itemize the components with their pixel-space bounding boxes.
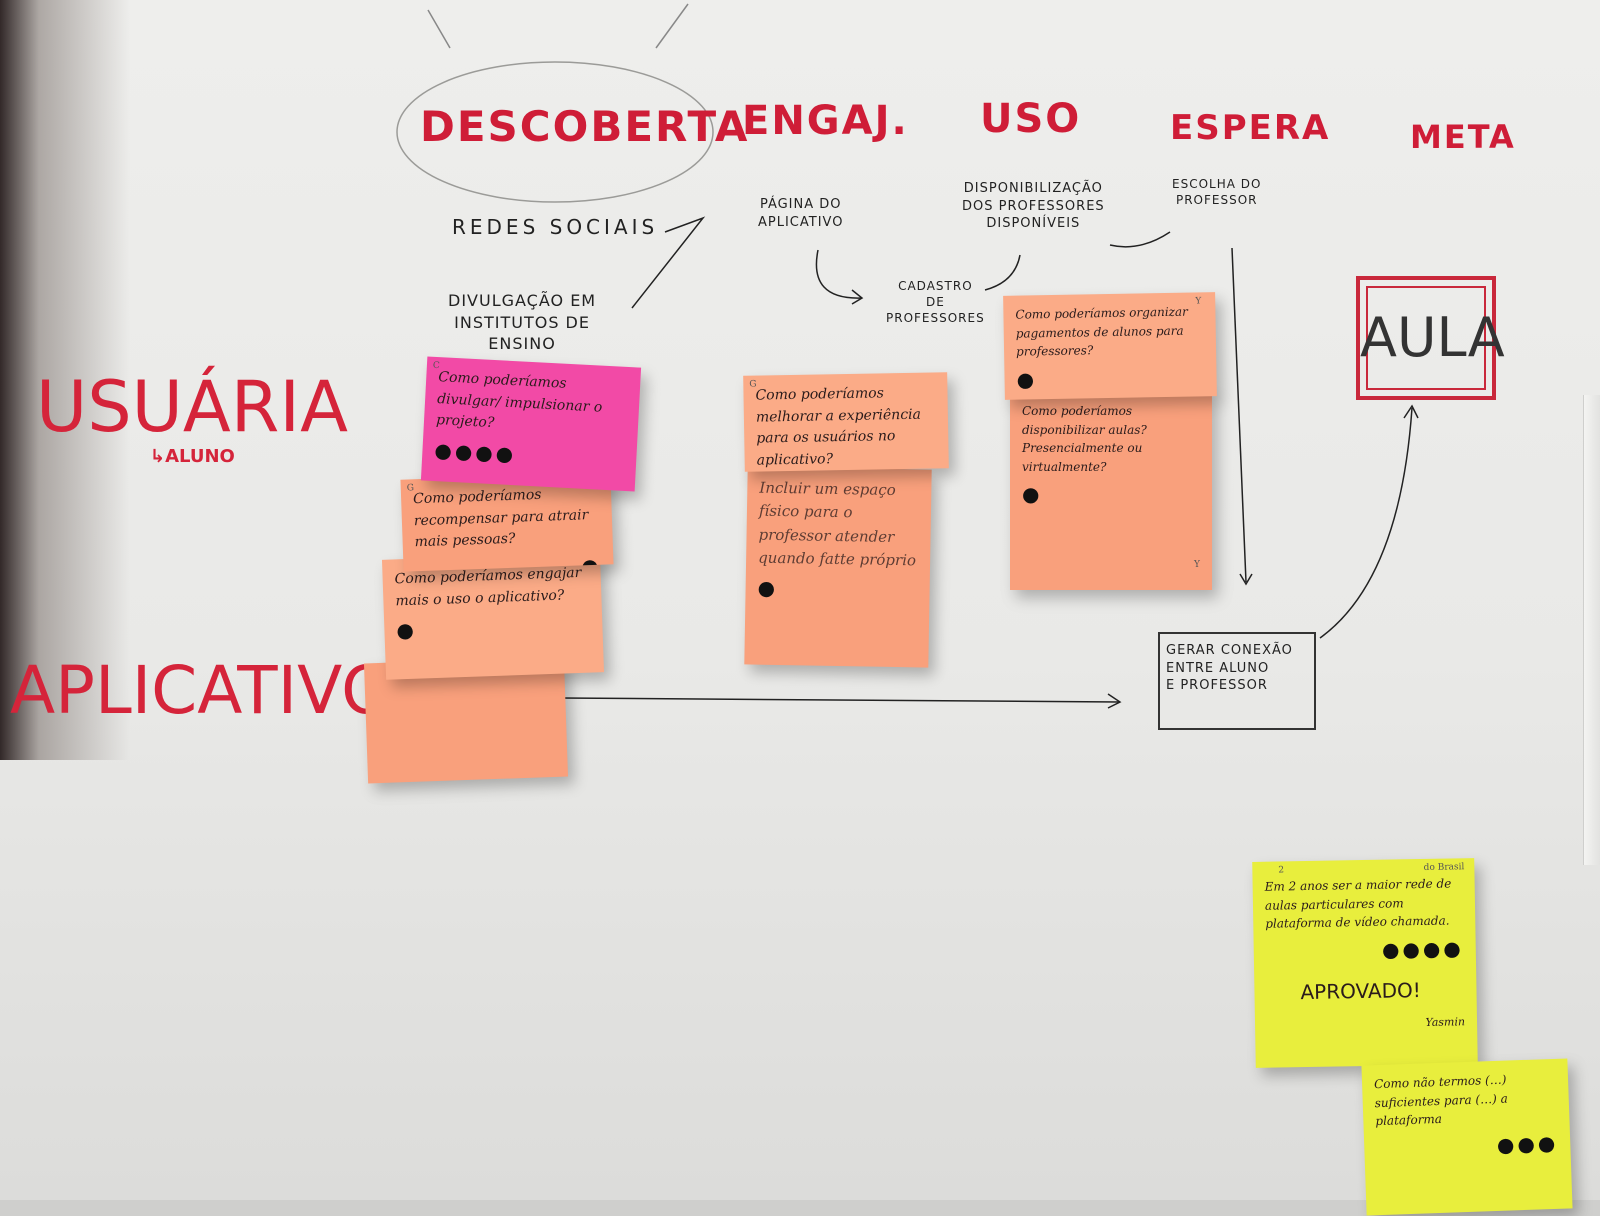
note-text: Como poderíamos disponibilizar aulas? Pr…	[1022, 404, 1147, 474]
note-corner-label: G	[406, 483, 415, 494]
disponib-to-escolha-arrow	[1109, 231, 1171, 248]
sticky-note-col2-a: G Como poderíamos melhorar a experiência…	[743, 372, 949, 472]
sticky-note-col3-a: Y Como poderíamos organizar pagamentos d…	[1003, 292, 1217, 400]
aula-arrowhead	[1403, 404, 1419, 419]
note-text: Como poderíamos recompensar para atrair …	[412, 486, 589, 551]
note-text: Como não termos (…) suficientes para (…)…	[1373, 1072, 1508, 1129]
pagina-arrowhead	[851, 289, 864, 305]
vote-dots: ●	[1022, 482, 1043, 507]
note-corner-label: G	[749, 379, 757, 390]
sticky-note-yellow-goal: 2 do Brasil Em 2 anos ser a maior rede d…	[1252, 858, 1478, 1068]
top-arrow-right	[655, 3, 689, 49]
pagina-to-cadastro-arrow	[815, 249, 863, 299]
sticky-note-pink: C Como poderíamos divulgar/ impulsionar …	[420, 356, 642, 492]
note-corner-label: C	[432, 360, 441, 372]
redes-to-divulgacao-line	[631, 216, 706, 309]
touchpoint-cadastro: CADASTRO DE PROFESSORES	[886, 279, 985, 326]
note-tag: do Brasil	[1423, 862, 1465, 873]
vote-dots: ●●●●	[1381, 936, 1464, 962]
touchpoint-divulgacao: DIVULGAÇÃO EM INSTITUTOS DE ENSINO	[448, 291, 597, 354]
note-text: Como poderíamos organizar pagamentos de …	[1015, 304, 1188, 359]
conexao-to-aula-arrow	[1319, 407, 1413, 639]
escolha-down-line	[1231, 247, 1247, 583]
top-arrow-left	[427, 9, 451, 49]
vote-dots: ●	[1016, 367, 1038, 392]
vote-dots: ●	[396, 618, 418, 643]
note-text: Em 2 anos ser a maior rede de aulas part…	[1264, 876, 1452, 931]
escolha-arrowhead	[1239, 573, 1253, 586]
note-corner-label: Y	[1194, 560, 1200, 570]
aula-text: AULA	[1360, 306, 1505, 369]
conexao-text: GERAR CONEXÃO ENTRE ALUNO E PROFESSOR	[1166, 643, 1293, 694]
note-text: Incluir um espaço físico para o professo…	[757, 478, 917, 570]
stage-espera: ESPERA	[1170, 108, 1331, 148]
sticky-note-col3-b: Y Como poderíamos disponibilizar aulas? …	[1010, 392, 1212, 590]
row-aplicativo: APLICATIVO	[10, 652, 394, 729]
vote-dots: ●●●	[1496, 1130, 1559, 1157]
sticky-note-col1-c: Como poderíamos engajar mais o uso o apl…	[381, 552, 605, 680]
stage-descoberta: DESCOBERTA	[420, 102, 750, 151]
left-shadow	[0, 0, 130, 760]
note-text: Como poderíamos divulgar/ impulsionar o …	[435, 369, 603, 432]
signature: Yasmin	[1425, 1015, 1466, 1029]
approved-label: APROVADO!	[1300, 977, 1421, 1004]
sticky-note-col2-b: Incluir um espaço físico para o professo…	[744, 466, 932, 668]
touchpoint-disponibilizacao: DISPONIBILIZAÇÃO DOS PROFESSORES DISPONÍ…	[962, 181, 1105, 232]
paper-edge	[1583, 395, 1600, 865]
vote-dots: ●	[757, 575, 779, 600]
conexao-box: GERAR CONEXÃO ENTRE ALUNO E PROFESSOR	[1158, 632, 1316, 730]
conexao-arrowhead	[1107, 693, 1122, 709]
stage-uso: USO	[980, 96, 1082, 142]
touchpoint-escolha: ESCOLHA DO PROFESSOR	[1172, 177, 1262, 208]
touchpoint-pagina: PÁGINA DO APLICATIVO	[758, 197, 844, 230]
descoberta-circle	[396, 61, 714, 203]
touchpoint-redes-sociais: REDES SOCIAIS	[452, 215, 659, 239]
stage-engaj: ENGAJ.	[742, 98, 909, 144]
note-text: Como poderíamos melhorar a experiência p…	[755, 385, 922, 469]
note-corner-label: 2	[1278, 865, 1285, 876]
row-usuaria: USUÁRIA	[36, 366, 348, 448]
cadastro-to-disponib-arrow	[984, 254, 1021, 291]
row-usuaria-sub: ↳ALUNO	[150, 446, 235, 467]
aplicativo-to-conexao-arrow	[559, 697, 1121, 703]
sticky-note-yellow-second: Como não termos (…) suficientes para (…)…	[1361, 1058, 1573, 1216]
stage-meta: META	[1410, 118, 1516, 156]
aula-box: AULA	[1356, 276, 1505, 400]
aula-inner-border	[1366, 286, 1486, 390]
vote-dots: ●●●●	[433, 438, 517, 467]
note-corner-label: Y	[1195, 296, 1202, 307]
